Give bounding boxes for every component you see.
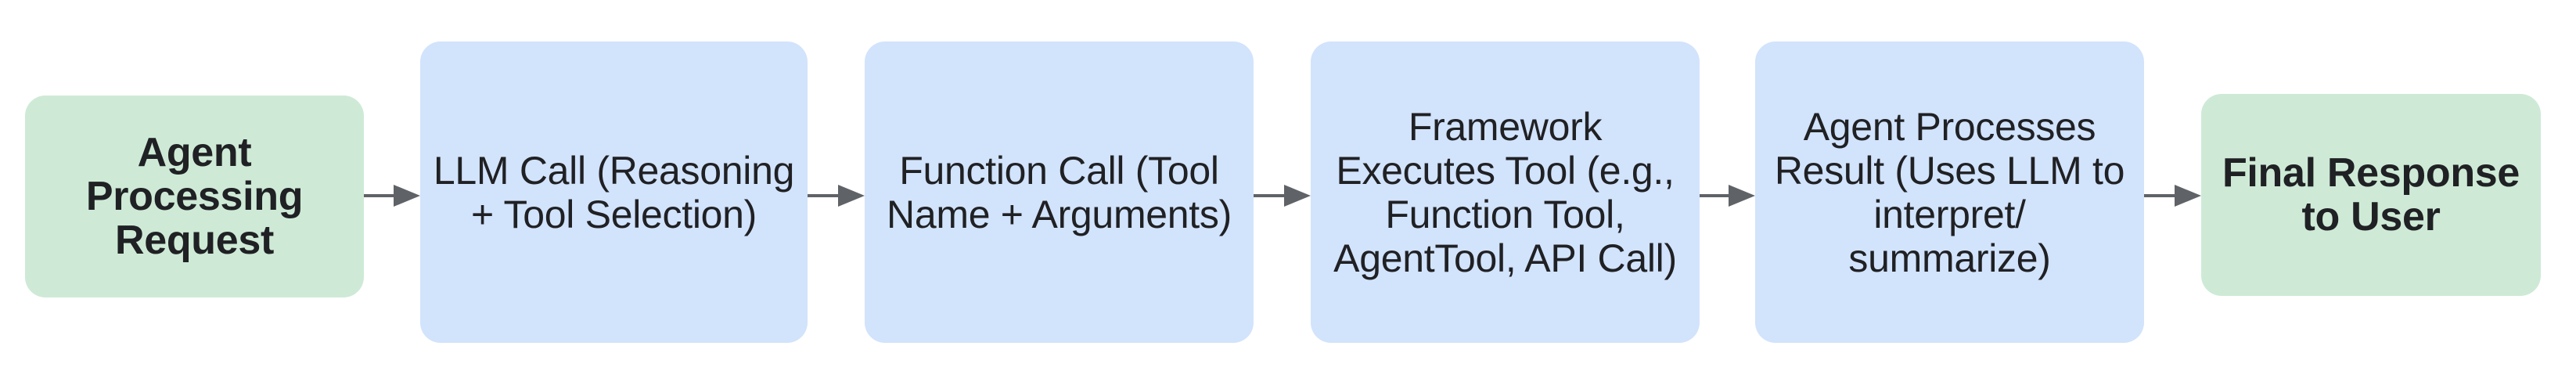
node-agent-processing-request-label: Agent Processing Request [85, 130, 304, 263]
node-llm-call-label: LLM Call (Reasoning + Tool Selection) [433, 148, 795, 236]
node-final-response-to-user-label: Final Response to User [2222, 150, 2520, 240]
arrowhead-right-icon [1729, 185, 1755, 207]
node-llm-call: LLM Call (Reasoning + Tool Selection) [420, 41, 808, 343]
flow-arrow-5 [2144, 185, 2201, 207]
arrowhead-right-icon [838, 185, 865, 207]
node-agent-processes-result-label: Agent Processes Result (Uses LLM to inte… [1774, 104, 2125, 280]
arrow-shaft [808, 194, 838, 197]
arrow-shaft [2144, 194, 2175, 197]
node-agent-processes-result: Agent Processes Result (Uses LLM to inte… [1755, 41, 2144, 343]
node-framework-executes-tool-label: Framework Executes Tool (e.g., Function … [1333, 104, 1677, 280]
node-function-call: Function Call (Tool Name + Arguments) [865, 41, 1254, 343]
node-agent-processing-request: Agent Processing Request [25, 96, 364, 297]
arrowhead-right-icon [1284, 185, 1311, 207]
arrow-shaft [364, 194, 394, 197]
node-framework-executes-tool: Framework Executes Tool (e.g., Function … [1311, 41, 1700, 343]
node-function-call-label: Function Call (Tool Name + Arguments) [887, 148, 1232, 236]
arrowhead-right-icon [2175, 185, 2201, 207]
arrowhead-right-icon [394, 185, 420, 207]
arrow-shaft [1700, 194, 1729, 197]
flow-arrow-1 [364, 185, 420, 207]
flow-arrow-4 [1700, 185, 1755, 207]
flow-arrow-2 [808, 185, 865, 207]
arrow-shaft [1254, 194, 1284, 197]
node-final-response-to-user: Final Response to User [2201, 94, 2541, 296]
flow-arrow-3 [1254, 185, 1311, 207]
